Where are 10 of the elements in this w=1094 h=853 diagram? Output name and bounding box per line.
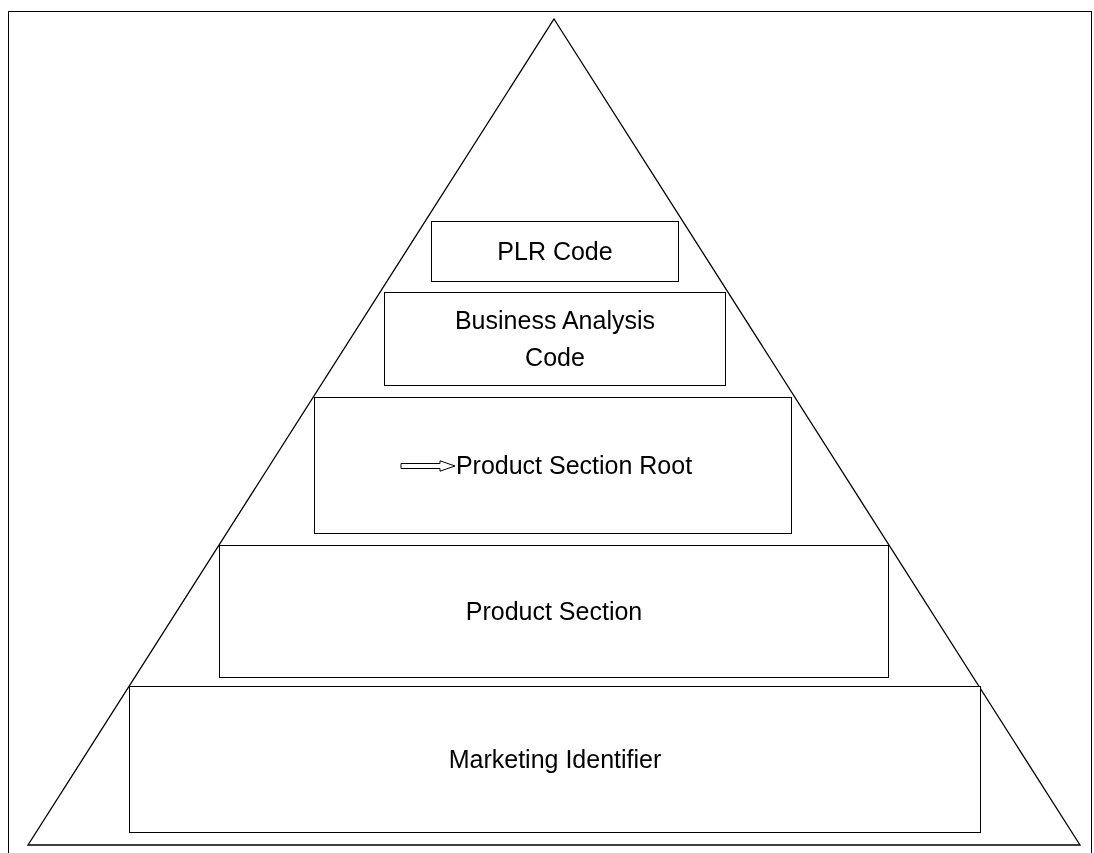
- level-box: [384, 292, 726, 386]
- level-box: [431, 221, 679, 282]
- level-label: Business Analysis Code: [453, 305, 657, 373]
- level-label: PLR Code: [497, 236, 613, 267]
- level-box: [314, 397, 792, 534]
- level-box: [219, 545, 889, 678]
- level-label: Product Section: [465, 596, 643, 627]
- level-box: [129, 686, 981, 833]
- level-label: Marketing Identifier: [448, 744, 662, 775]
- level-label: Product Section Root: [455, 450, 693, 481]
